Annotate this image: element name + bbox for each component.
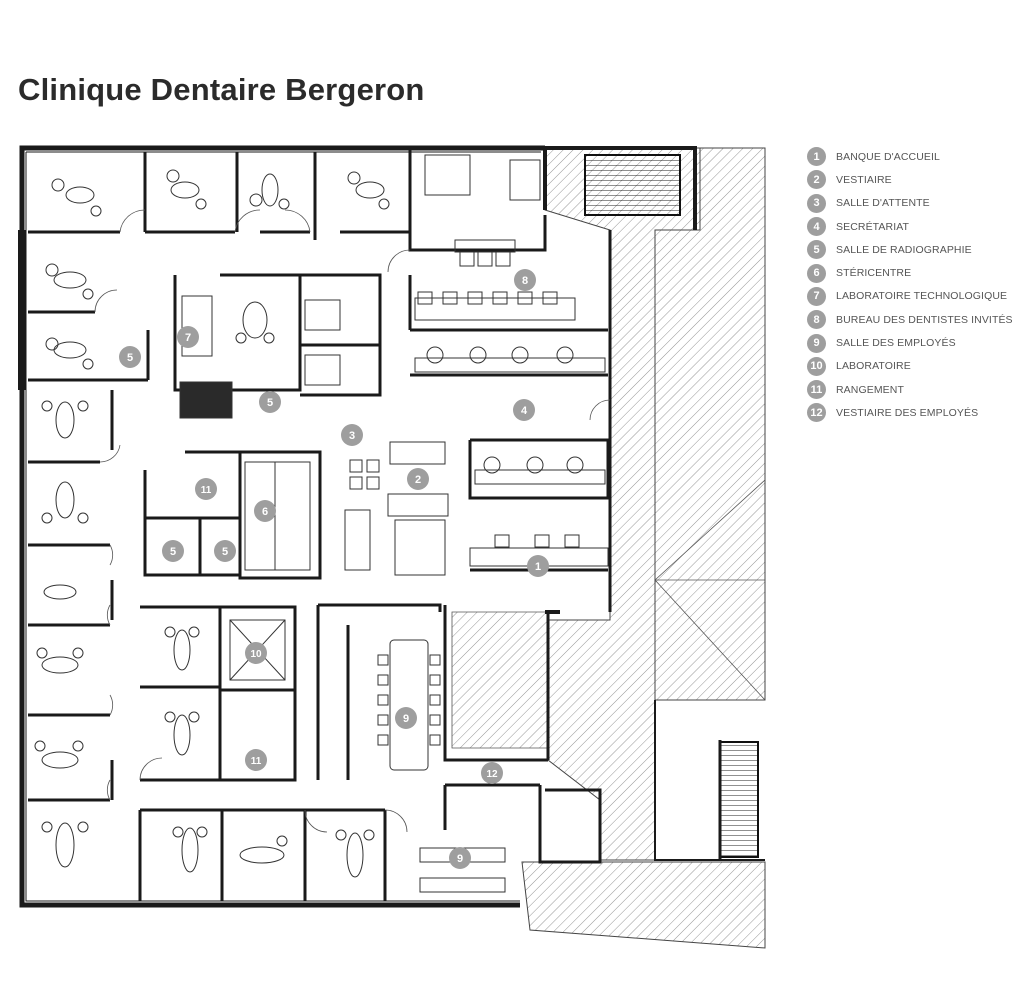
- legend-label: SECRÉTARIAT: [836, 220, 910, 233]
- legend-number: 4: [807, 217, 826, 237]
- marker-secretariat: 4: [513, 399, 535, 421]
- legend-item: 10 LABORATOIRE: [807, 355, 1013, 378]
- svg-text:4: 4: [521, 405, 528, 417]
- legend-number: 8: [807, 310, 826, 330]
- stairs: [584, 154, 759, 858]
- page-title: Clinique Dentaire Bergeron: [18, 72, 425, 107]
- svg-text:7: 7: [185, 332, 191, 344]
- legend-label: LABORATOIRE TECHNOLOGIQUE: [836, 290, 1008, 303]
- interior-walls: [28, 152, 610, 901]
- marker-radio-c: 5: [162, 540, 184, 562]
- legend-item: 11 RANGEMENT: [807, 378, 1013, 401]
- svg-text:8: 8: [522, 275, 528, 287]
- svg-text:2: 2: [415, 474, 421, 486]
- legend-number: 6: [807, 263, 826, 283]
- legend: 1 BANQUE D'ACCUEIL 2 VESTIAIRE 3 SALLE D'AT…: [807, 145, 1013, 425]
- svg-text:9: 9: [457, 853, 463, 865]
- svg-text:11: 11: [201, 485, 212, 496]
- legend-item: 1 BANQUE D'ACCUEIL: [807, 145, 1013, 168]
- marker-radio-b: 5: [259, 391, 281, 413]
- legend-item: 7 LABORATOIRE TECHNOLOGIQUE: [807, 285, 1013, 308]
- marker-rangement-b: 11: [245, 749, 267, 771]
- legend-number: 7: [807, 286, 826, 306]
- furniture: [179, 154, 609, 893]
- marker-stericentre: 6: [254, 500, 276, 522]
- svg-text:11: 11: [251, 756, 262, 767]
- svg-text:12: 12: [486, 769, 498, 780]
- marker-laboratoire: 10: [245, 642, 267, 664]
- legend-item: 9 SALLE DES EMPLOYÉS: [807, 331, 1013, 354]
- marker-radio-d: 5: [214, 540, 236, 562]
- legend-label: BUREAU DES DENTISTES INVITÉS: [836, 313, 1013, 326]
- plan-markers: 1 2 3 4 5 5 5 5 6 7 8 9 9 10 11 11 12: [119, 269, 549, 869]
- legend-label: SALLE D'ATTENTE: [836, 197, 930, 210]
- legend-label: SALLE DE RADIOGRAPHIE: [836, 243, 972, 256]
- svg-text:1: 1: [535, 561, 541, 573]
- legend-number: 10: [807, 356, 826, 376]
- legend-item: 6 STÉRICENTRE: [807, 261, 1013, 284]
- marker-vestiaire-employes: 12: [481, 762, 503, 784]
- marker-salle-employes-b: 9: [449, 847, 471, 869]
- svg-text:5: 5: [267, 397, 273, 409]
- legend-number: 2: [807, 170, 826, 190]
- legend-item: 8 BUREAU DES DENTISTES INVITÉS: [807, 308, 1013, 331]
- svg-text:5: 5: [222, 546, 228, 558]
- legend-label: SALLE DES EMPLOYÉS: [836, 337, 956, 350]
- legend-number: 12: [807, 403, 826, 423]
- legend-label: BANQUE D'ACCUEIL: [836, 150, 940, 163]
- svg-text:5: 5: [170, 546, 176, 558]
- marker-labo-techno: 7: [177, 326, 199, 348]
- legend-item: 3 SALLE D'ATTENTE: [807, 192, 1013, 215]
- legend-label: RANGEMENT: [836, 383, 904, 396]
- door-swings: [94, 209, 611, 833]
- legend-label: LABORATOIRE: [836, 360, 911, 373]
- dental-chairs: [34, 169, 390, 878]
- marker-salle-attente: 3: [341, 424, 363, 446]
- svg-text:10: 10: [250, 649, 262, 660]
- legend-number: 11: [807, 380, 826, 400]
- legend-number: 9: [807, 333, 826, 353]
- svg-text:3: 3: [349, 430, 355, 442]
- marker-salle-employes-a: 9: [395, 707, 417, 729]
- legend-label: STÉRICENTRE: [836, 267, 912, 280]
- legend-label: VESTIAIRE DES EMPLOYÉS: [836, 406, 979, 419]
- legend-item: 12 VESTIAIRE DES EMPLOYÉS: [807, 401, 1013, 424]
- marker-bureau-invites: 8: [514, 269, 536, 291]
- svg-text:5: 5: [127, 352, 133, 364]
- legend-item: 2 VESTIAIRE: [807, 168, 1013, 191]
- legend-number: 3: [807, 193, 826, 213]
- marker-rangement-a: 11: [195, 478, 217, 500]
- legend-label: VESTIAIRE: [836, 173, 892, 186]
- legend-number: 1: [807, 147, 826, 167]
- legend-item: 4 SECRÉTARIAT: [807, 215, 1013, 238]
- svg-text:9: 9: [403, 713, 409, 725]
- legend-item: 5 SALLE DE RADIOGRAPHIE: [807, 238, 1013, 261]
- hatched-zones: [451, 147, 766, 949]
- marker-vestiaire: 2: [407, 468, 429, 490]
- marker-banque-accueil: 1: [527, 555, 549, 577]
- marker-radio-a: 5: [119, 346, 141, 368]
- legend-number: 5: [807, 240, 826, 260]
- svg-text:6: 6: [262, 506, 268, 518]
